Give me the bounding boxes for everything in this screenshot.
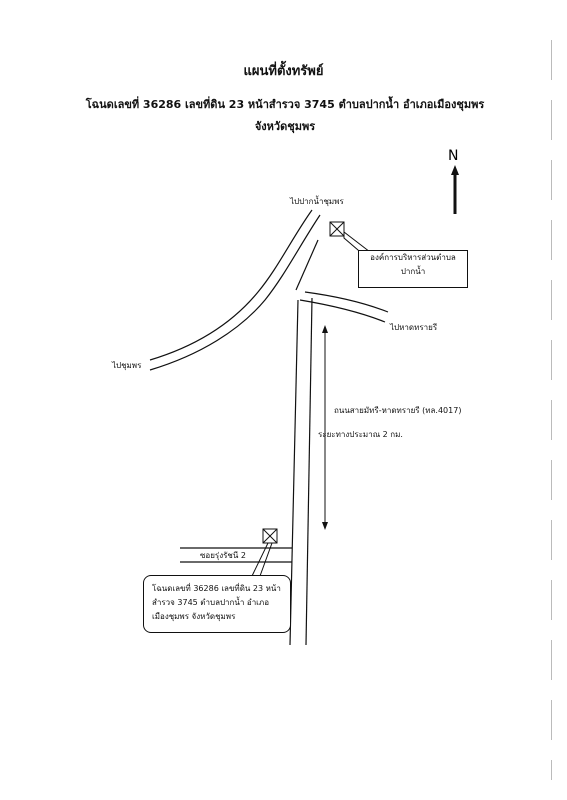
- north-label: N: [448, 148, 458, 164]
- property-callout: โฉนดเลขที่ 36286 เลขที่ดิน 23 หน้าสำรวจ …: [143, 575, 291, 633]
- highway-left-edge: [289, 299, 299, 646]
- label-highway: ถนนสายมัทรี-หาดทรายรี (ทล.4017): [334, 406, 461, 415]
- distance-arrow: [322, 325, 328, 530]
- label-to-chumphon: ไปชุมพร: [111, 361, 142, 370]
- road-sairi-lower: [304, 291, 389, 313]
- page-title: แผนที่ตั้งทรัพย์: [243, 64, 324, 79]
- obt-callout: องค์การบริหารส่วนตำบลปากน้ำ: [358, 250, 468, 288]
- property-box-icon: [262, 528, 278, 544]
- highway-right-edge: [305, 297, 313, 646]
- landmark-box-icon: [329, 221, 345, 237]
- north-arrow-icon: [451, 165, 459, 214]
- road-paknam-inner: [149, 209, 313, 361]
- label-to-sairi: ไปหาดทรายรี: [389, 323, 438, 332]
- road-branch-a: [295, 239, 319, 291]
- road-sairi-upper: [299, 299, 386, 323]
- label-soi: ซอยรุ่งรัชนี 2: [200, 551, 246, 560]
- page-subtitle: โฉนดเลขที่ 36286 เลขที่ดิน 23 หน้าสำรวจ …: [85, 98, 485, 133]
- label-to-paknam: ไปปากน้ำชุมพร: [289, 195, 344, 206]
- label-distance: ระยะทางประมาณ 2 กม.: [318, 430, 403, 439]
- road-paknam-outer: [149, 214, 321, 371]
- page-edge-divider: [551, 40, 552, 780]
